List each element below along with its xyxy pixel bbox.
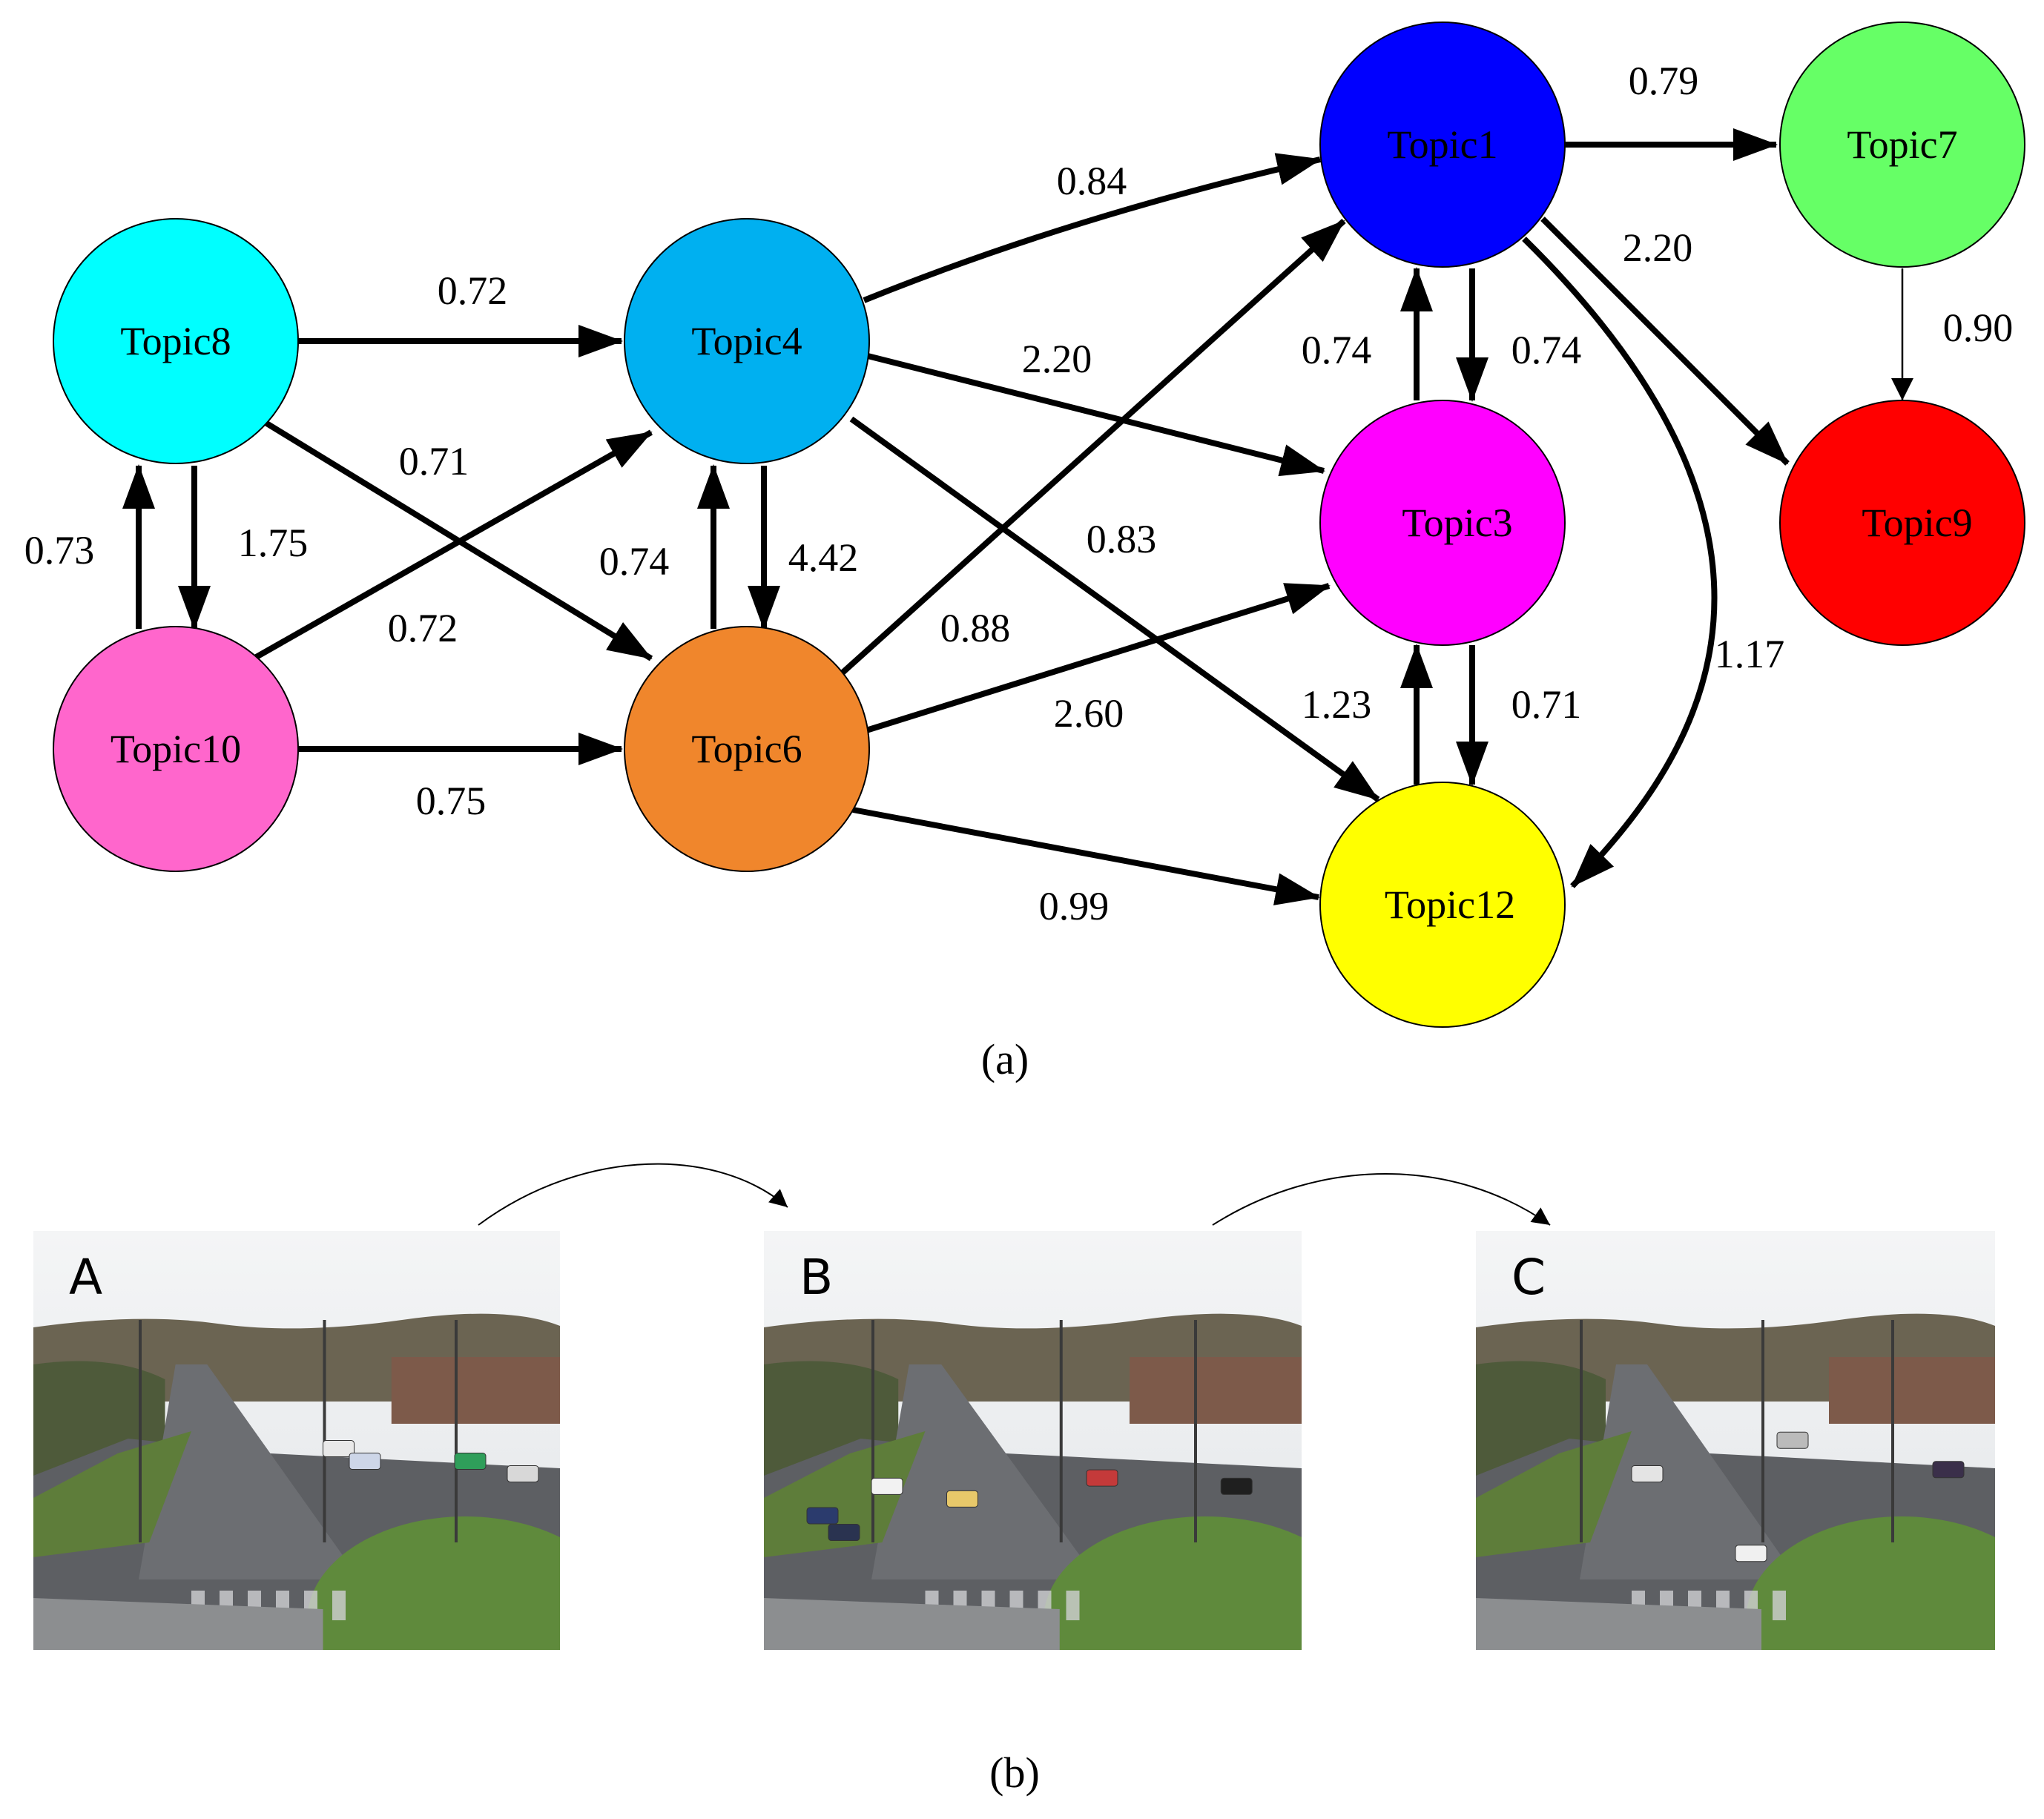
edge-weight-t6-to-t3: 2.60 bbox=[1054, 691, 1124, 736]
edge-weight-t8-to-t6: 0.71 bbox=[399, 439, 469, 483]
edge-weight-t10-to-t8: 0.73 bbox=[24, 528, 95, 572]
node-circle bbox=[1779, 400, 2025, 646]
transition-arc-b-to-c bbox=[1212, 1173, 1551, 1226]
edge-t10-to-t4 bbox=[252, 429, 653, 661]
edge-weight-t1-to-t12: 1.17 bbox=[1715, 632, 1785, 676]
node-label: Topic12 bbox=[1385, 882, 1515, 927]
edge-t4-to-t3 bbox=[867, 353, 1325, 477]
edge-t6-to-t3 bbox=[865, 583, 1331, 733]
node-topic3: Topic3 bbox=[1319, 400, 1566, 646]
edge-t6-to-t1 bbox=[840, 219, 1346, 676]
traffic-frame-b: B bbox=[764, 1231, 1302, 1650]
node-circle bbox=[624, 218, 870, 464]
frame-letter: A bbox=[69, 1249, 102, 1306]
frame-letter: C bbox=[1511, 1249, 1546, 1306]
edge-weight-t10-to-t4: 0.72 bbox=[388, 606, 458, 650]
edge-weight-t4-to-t6: 4.42 bbox=[788, 535, 859, 580]
node-label: Topic10 bbox=[111, 727, 241, 771]
edge-weight-t1-to-t7: 0.79 bbox=[1629, 59, 1699, 103]
edge-weight-t8-to-t4: 0.72 bbox=[438, 268, 508, 313]
edge-weight-t7-to-t9: 0.90 bbox=[1943, 306, 2014, 350]
edge-weight-t1-to-t9: 2.20 bbox=[1623, 225, 1693, 270]
node-label: Topic1 bbox=[1387, 122, 1497, 167]
node-label: Topic9 bbox=[1862, 501, 1972, 545]
edge-t4-to-t1 bbox=[863, 153, 1322, 303]
edge-weight-t6-to-t12: 0.99 bbox=[1039, 884, 1110, 928]
node-label: Topic8 bbox=[120, 319, 231, 363]
edge-weight-t6-to-t1: 0.88 bbox=[940, 606, 1011, 650]
node-circle bbox=[1319, 400, 1566, 646]
edge-weight-t4-to-t1: 0.84 bbox=[1057, 159, 1127, 203]
edge-weight-t10-to-t6: 0.75 bbox=[416, 779, 487, 823]
edge-weight-t1-to-t3: 0.74 bbox=[1511, 328, 1582, 372]
node-topic9: Topic9 bbox=[1779, 400, 2025, 646]
edge-t6-to-t12 bbox=[852, 807, 1320, 905]
edge-weight-t3-to-t12: 0.71 bbox=[1511, 682, 1582, 727]
edge-weight-t8-to-t10: 1.75 bbox=[238, 521, 309, 565]
node-topic12: Topic12 bbox=[1319, 782, 1566, 1028]
node-topic7: Topic7 bbox=[1779, 22, 2025, 268]
node-label: Topic7 bbox=[1847, 122, 1957, 167]
node-label: Topic3 bbox=[1402, 501, 1512, 545]
node-circle bbox=[1319, 22, 1566, 268]
panel-b-caption: (b) bbox=[989, 1749, 1040, 1797]
node-topic1: Topic1 bbox=[1319, 22, 1566, 268]
edge-weight-t4-to-t12: 0.83 bbox=[1087, 517, 1157, 561]
topic-graph: 0.79 0.84 2.20 0.72 2.20 0.74 0.74 0.90 0.71 0.73… bbox=[24, 22, 2025, 1083]
node-label: Topic4 bbox=[691, 319, 802, 363]
traffic-frame-a: A bbox=[33, 1231, 560, 1650]
frame-layer: A B C bbox=[33, 1231, 1995, 1650]
edge-t1-to-t9 bbox=[1540, 217, 1790, 466]
edge-weight-t4-to-t3: 2.20 bbox=[1022, 337, 1092, 381]
traffic-frame-c: C bbox=[1476, 1231, 1995, 1650]
node-topic10: Topic10 bbox=[53, 626, 299, 872]
node-topic4: Topic4 bbox=[624, 218, 870, 464]
edge-layer bbox=[122, 128, 1913, 905]
transition-arc-a-to-b bbox=[478, 1163, 788, 1226]
node-circle bbox=[53, 218, 299, 464]
edge-weight-t3-to-t1: 0.74 bbox=[1302, 328, 1372, 372]
node-circle bbox=[624, 626, 870, 872]
frame-letter: B bbox=[800, 1249, 833, 1306]
edge-t4-to-t12 bbox=[849, 416, 1380, 802]
edge-weight-t12-to-t3: 1.23 bbox=[1302, 682, 1372, 727]
node-circle bbox=[1779, 22, 2025, 268]
node-label: Topic6 bbox=[691, 727, 802, 771]
edge-weight-t6-to-t4: 0.74 bbox=[599, 539, 670, 584]
panel-a-caption: (a) bbox=[981, 1035, 1029, 1083]
edge-t1-to-t12 bbox=[1522, 237, 1718, 888]
traffic-frame-sequence: A B C (b) bbox=[33, 1163, 1995, 1797]
edge-weight-labels: 0.79 0.84 2.20 0.72 2.20 0.74 0.74 0.90 0.71 0.73… bbox=[24, 59, 2014, 928]
node-circle bbox=[53, 626, 299, 872]
node-topic6: Topic6 bbox=[624, 626, 870, 872]
node-circle bbox=[1319, 782, 1566, 1028]
node-topic8: Topic8 bbox=[53, 218, 299, 464]
